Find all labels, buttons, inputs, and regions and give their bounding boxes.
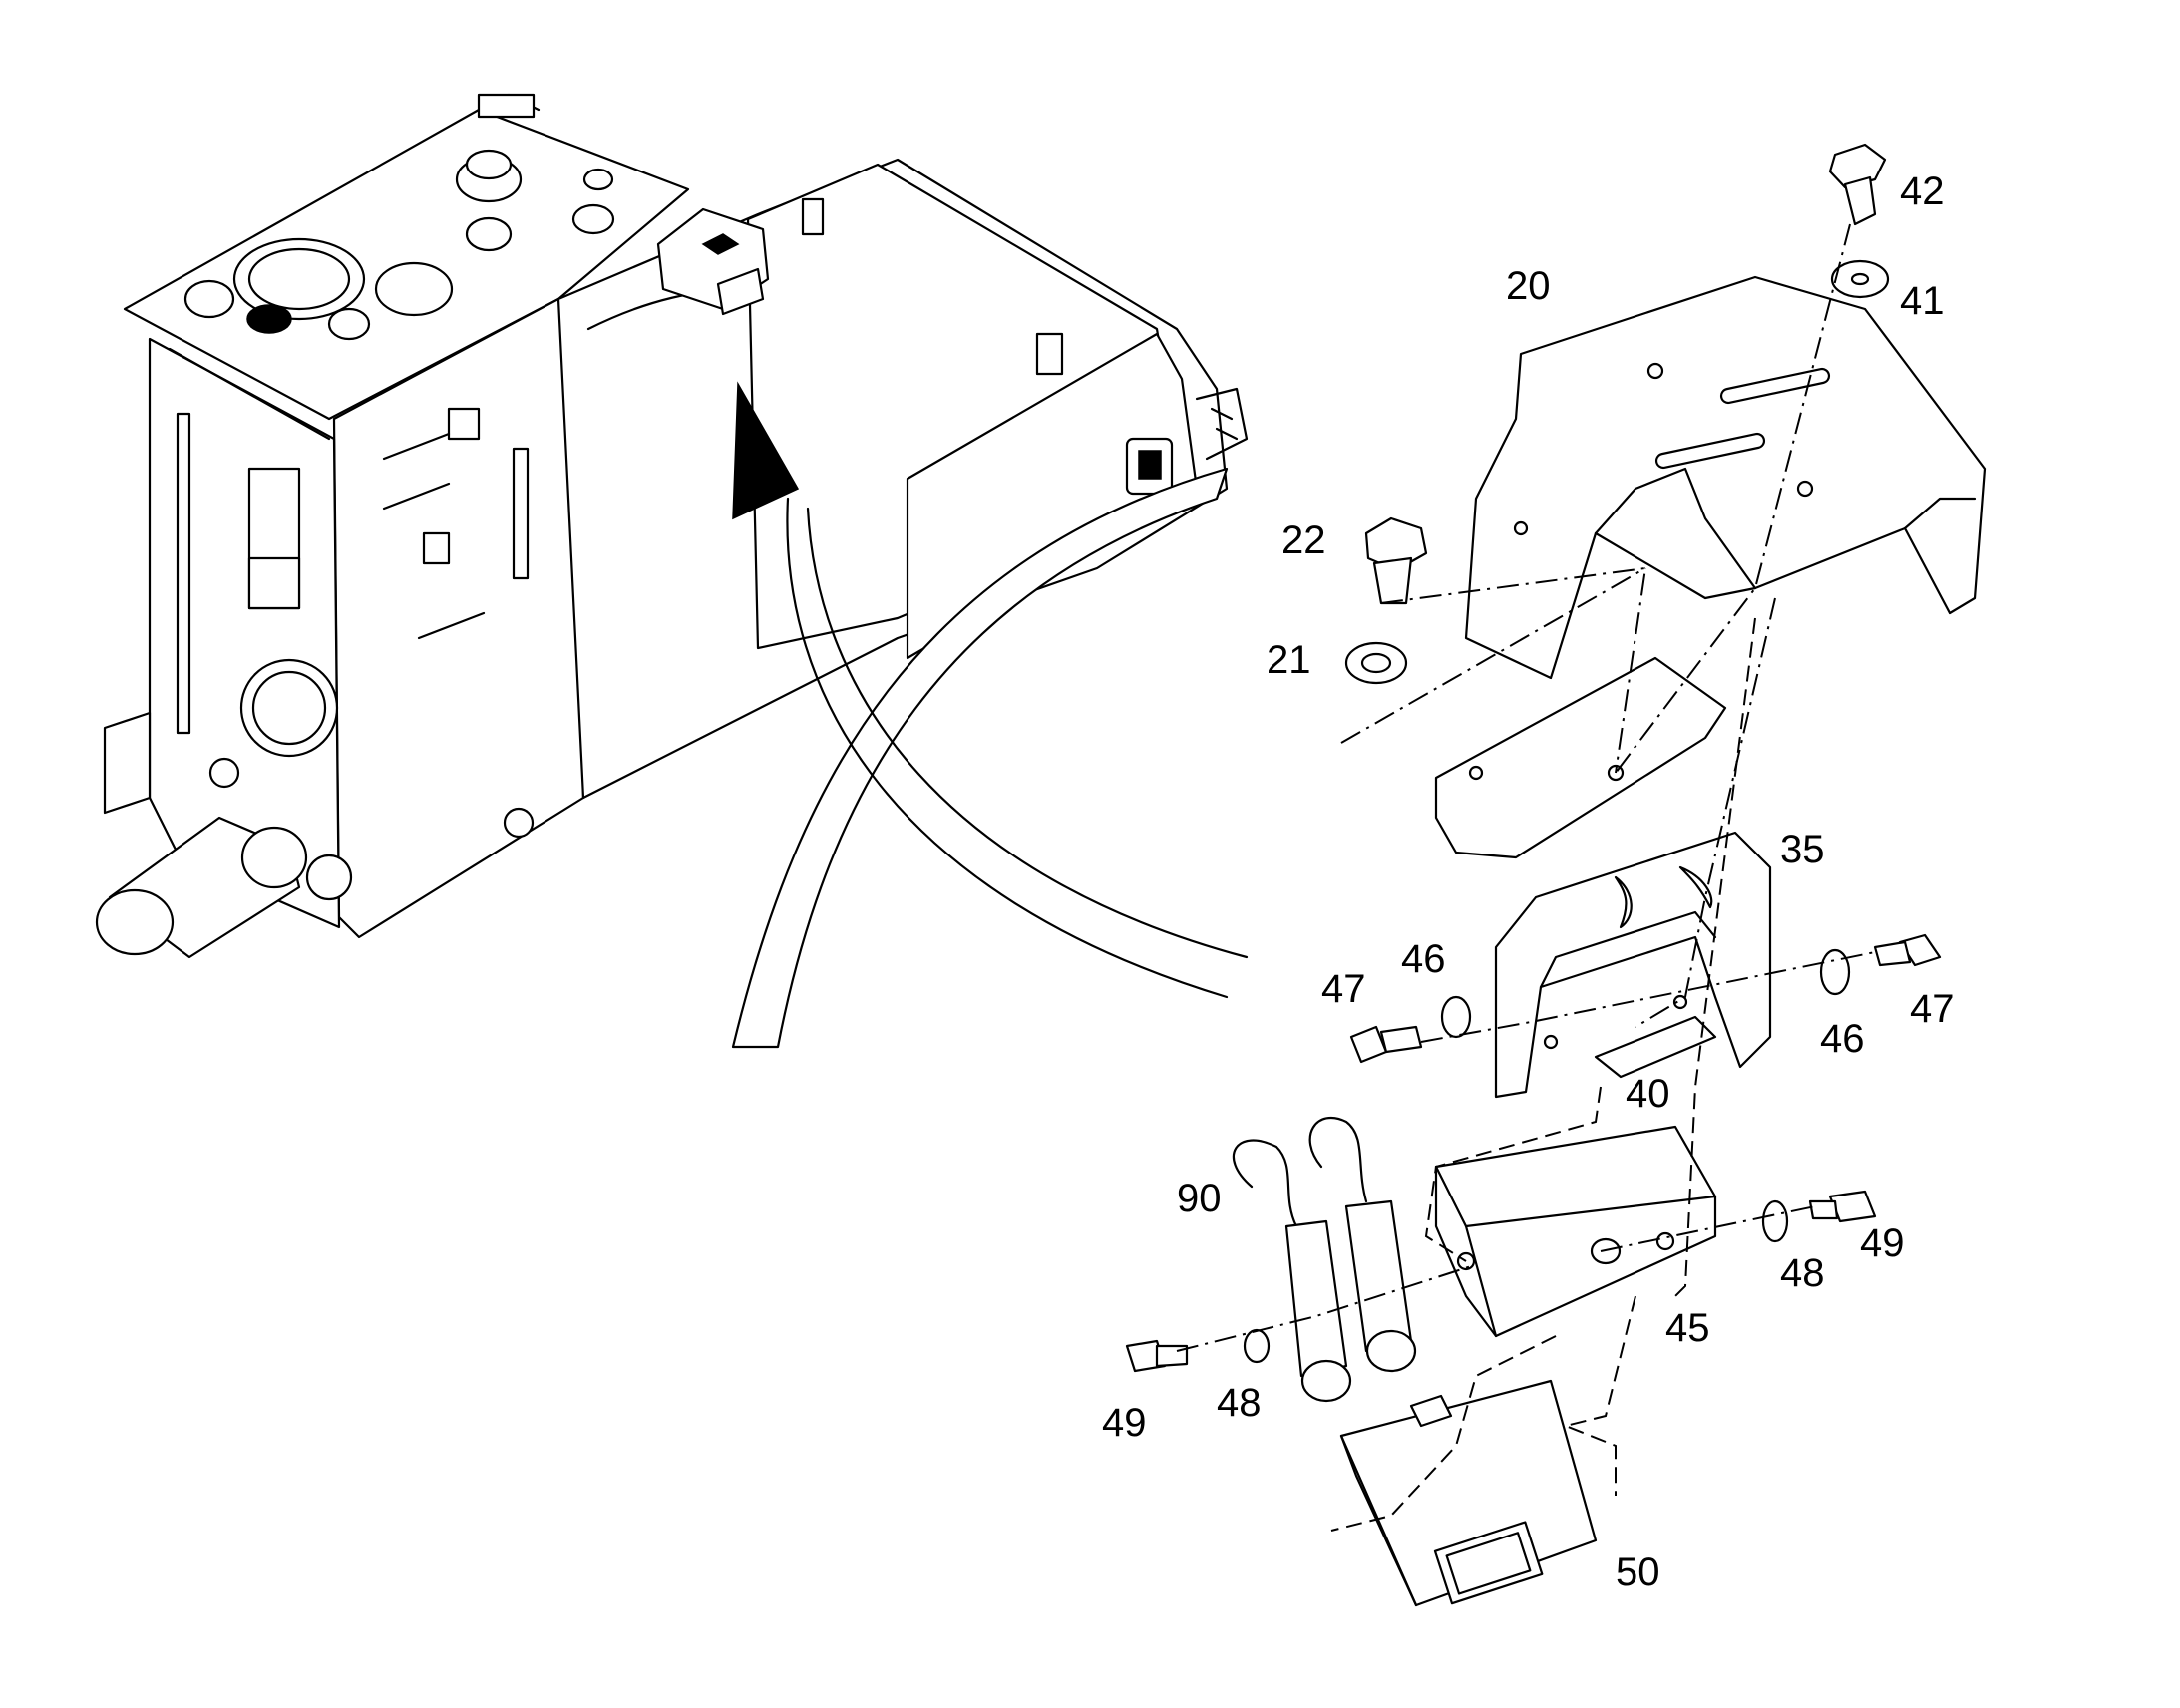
callout-47-left: 47 (1321, 967, 1366, 1011)
callout-46-right: 46 (1820, 1017, 1865, 1061)
callout-40: 40 (1626, 1072, 1670, 1116)
callout-90: 90 (1177, 1177, 1222, 1220)
bracket-20 (1464, 275, 1987, 680)
callout-46-left: 46 (1401, 937, 1446, 981)
bolt-47-right (1873, 933, 1942, 967)
callout-21: 21 (1267, 638, 1311, 682)
washer-21 (1344, 641, 1408, 685)
washer-46-left (1440, 995, 1472, 1039)
callout-42: 42 (1900, 170, 1945, 213)
callout-labels: 20 42 41 22 21 35 47 46 47 46 40 90 45 4… (1102, 170, 1955, 1594)
washer-41 (1830, 259, 1890, 299)
leader-lines (1176, 223, 1876, 1532)
screw-49-right (1808, 1190, 1877, 1223)
bolt-42 (1828, 143, 1887, 226)
callout-50: 50 (1616, 1550, 1660, 1594)
callout-47-right: 47 (1910, 987, 1955, 1031)
detail-arrow (731, 381, 1249, 1049)
callout-48-left: 48 (1217, 1381, 1262, 1425)
washer-46-right (1819, 948, 1851, 996)
callout-45: 45 (1665, 1306, 1710, 1350)
cab-fender (556, 158, 1249, 800)
box-50 (1339, 1379, 1598, 1607)
callout-48-right: 48 (1780, 1251, 1825, 1295)
callout-35: 35 (1780, 828, 1825, 871)
bolt-22 (1364, 516, 1428, 605)
bracket-35 (1494, 831, 1772, 1099)
connector-90 (1232, 1116, 1417, 1403)
screw-49-left (1125, 1339, 1189, 1373)
callout-49-left: 49 (1102, 1401, 1147, 1445)
box-45 (1434, 1125, 1717, 1338)
washer-48-left (1243, 1328, 1271, 1364)
mounting-plate (1434, 656, 1727, 859)
callout-49-right: 49 (1860, 1221, 1905, 1265)
washer-48-right (1761, 1199, 1789, 1243)
callout-20: 20 (1506, 264, 1551, 308)
callout-22: 22 (1281, 518, 1326, 562)
bolt-47-left (1349, 1025, 1423, 1064)
callout-41: 41 (1900, 279, 1945, 323)
machine-housing (95, 93, 690, 959)
